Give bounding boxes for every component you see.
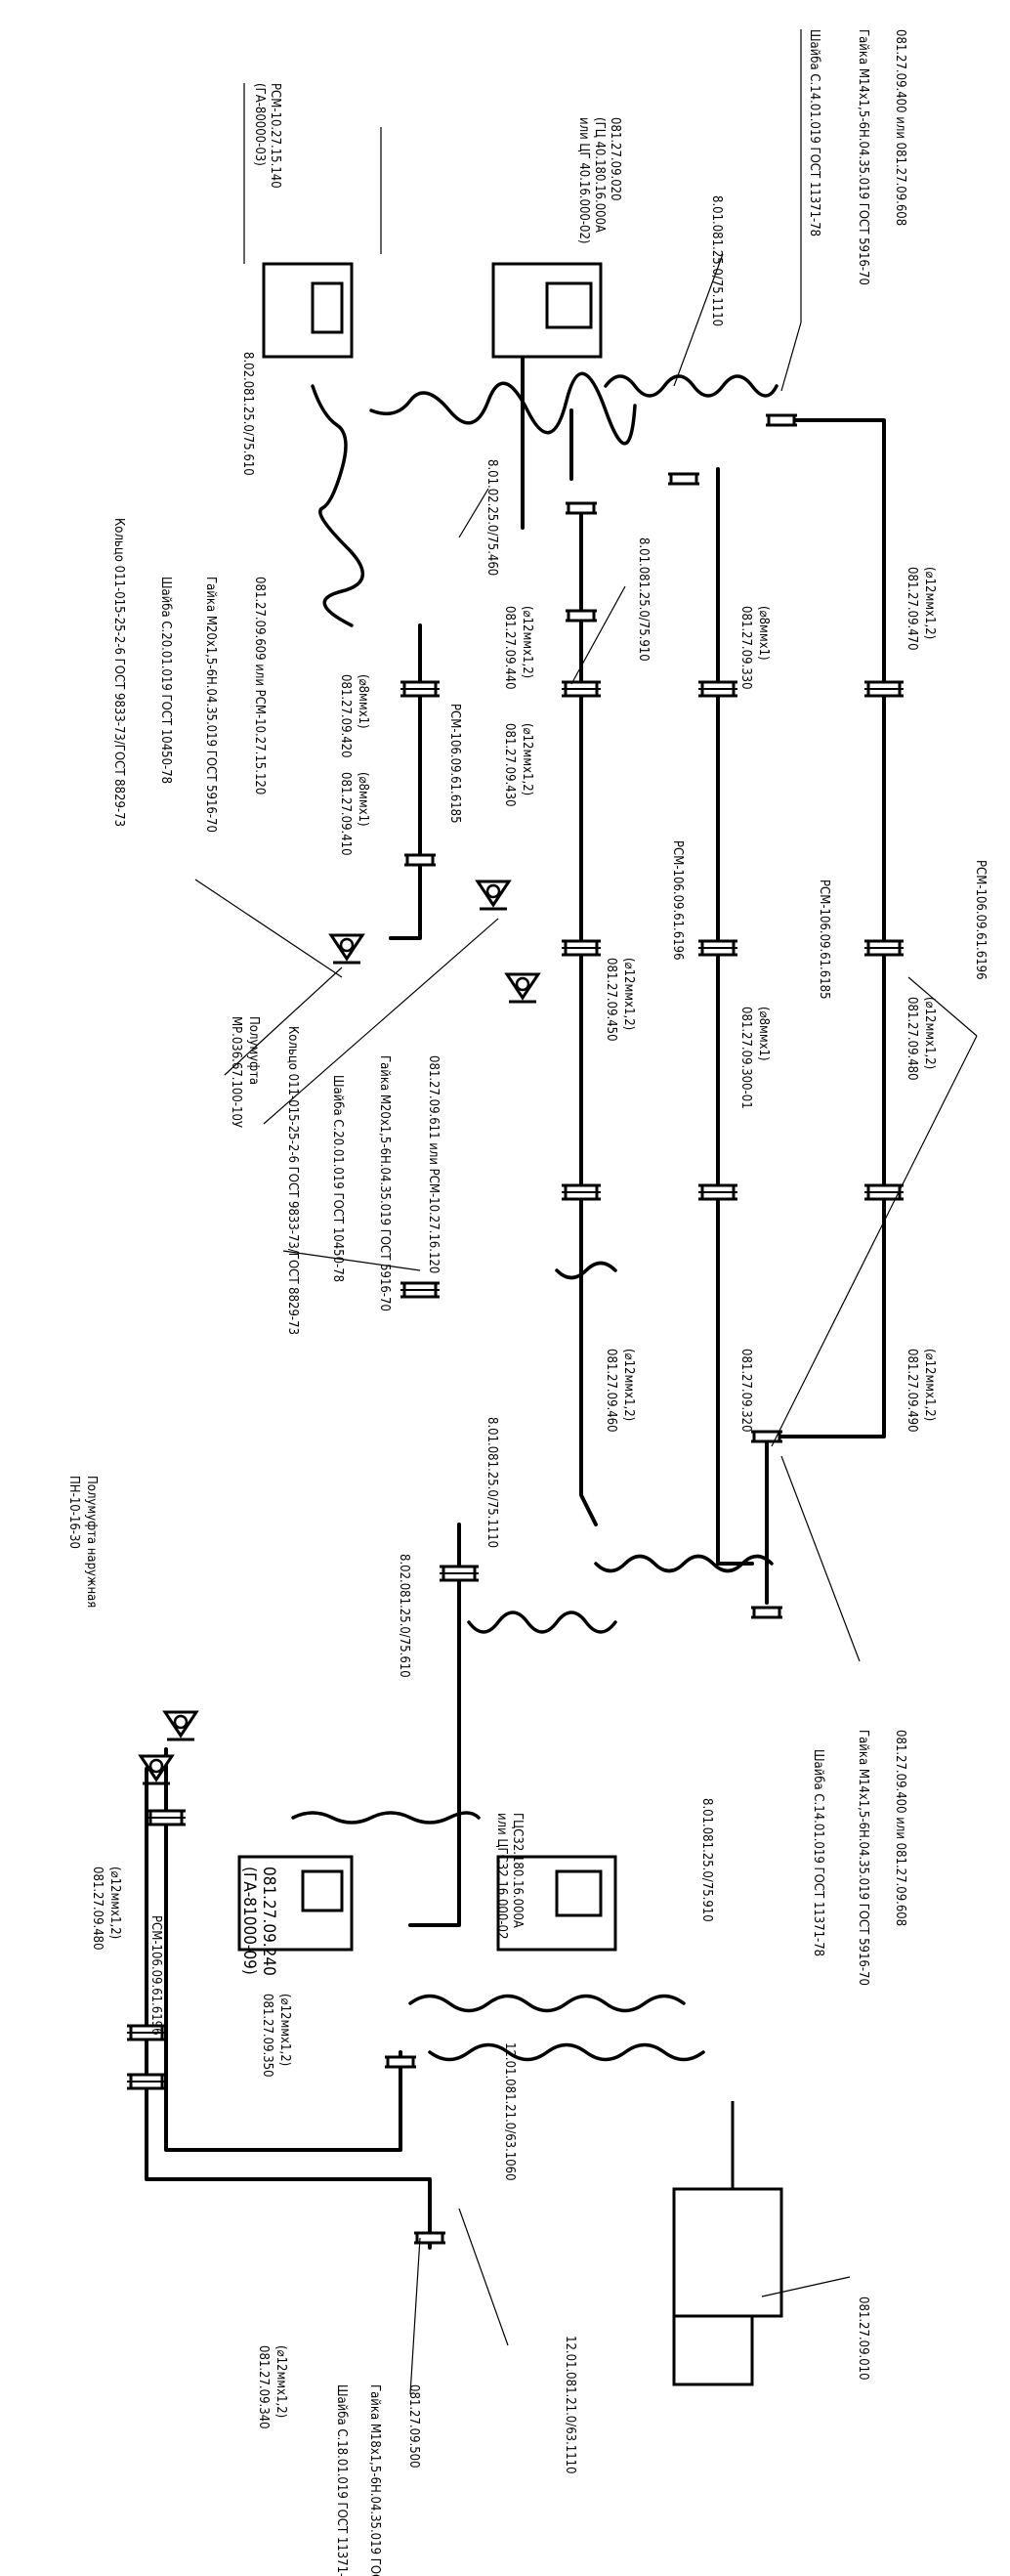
label: 8.02.081.25.0/75.610 (397, 1554, 411, 1678)
label: (⌀8ммх1) (356, 674, 370, 729)
label: (⌀12ммх1,2) (274, 2345, 288, 2418)
leader-lines (194, 29, 978, 2395)
label: 081.27.09.460 (604, 1349, 618, 1433)
label: Кольцо 011-015-25-2-6 ГОСТ 9833-73/ГОСТ … (285, 1026, 300, 1335)
label: (⌀12ммх1,2) (107, 1867, 122, 1939)
label: РСМ-106.09.61.6185 (447, 704, 462, 824)
labels: 081.27.09.400 или 081.27.09.608 Гайка М1… (66, 29, 988, 2576)
label: (⌀12ммх1,2) (922, 567, 937, 639)
label: РСМ-10.27.15.140 (268, 83, 282, 189)
label: Шайба С.14.01.019 ГОСТ 11371-78 (807, 29, 821, 236)
label: или ЦГС32.16.000-02 (494, 1813, 509, 1939)
label: 081.27.09.300-01 (738, 1007, 753, 1109)
label: Полумуфта наружная (84, 1476, 99, 1608)
label: 8.01.081.25.0/75.1110 (709, 195, 724, 326)
label: (⌀12ммх1,2) (277, 1994, 292, 2066)
label: 081.27.09.480 (90, 1867, 105, 1951)
label: 8.02.081.25.0/75.610 (240, 352, 255, 476)
label: Гайка М14х1,5-6Н.04.35.019 ГОСТ 5916-70 (856, 29, 870, 285)
label: РСМ-106.09.61.6196 (670, 840, 685, 961)
label: 8.01.02.25.0/75.460 (484, 459, 499, 576)
label big: 081.27.09.240 (259, 1867, 278, 1976)
label: (⌀12ммх1,2) (520, 606, 534, 678)
label: или ЦГ 40.16.000-02) (576, 117, 591, 244)
label: Шайба С.18.01.019 ГОСТ 11371-78 (334, 2384, 349, 2576)
label: (⌀12ммх1,2) (922, 997, 937, 1069)
label: МР.036.67.100-10У (229, 1016, 243, 1128)
label: 081.27.09.340 (256, 2345, 271, 2429)
label: (⌀12ммх1,2) (520, 723, 534, 795)
label: 8.01.081.25.0/75.1110 (484, 1417, 499, 1548)
label: 081.27.09.430 (502, 723, 517, 807)
label: 081.27.09.490 (905, 1349, 919, 1433)
label: РСМ-106.09.61.6185 (817, 880, 831, 1000)
label: РСМ-106.09.61.6196 (973, 860, 988, 980)
pipe-lines (145, 321, 886, 2250)
label: Кольцо 011-015-25-2-6 ГОСТ 9833-73/ГОСТ … (111, 518, 126, 827)
label: 081.27.09.400 или 081.27.09.608 (893, 1730, 907, 1926)
label: Гайка М18х1,5-6Н.04.35.019 ГОСТ 5916-70 (367, 2384, 382, 2576)
label: Гайка М20х1,5-6Н.04.35.019 ГОСТ 5916-70 (203, 577, 218, 833)
label: 081.27.09.020 (608, 117, 622, 201)
label: 081.27.09.440 (502, 606, 517, 690)
pump-unit (672, 2101, 783, 2386)
label: 081.27.09.350 (260, 1994, 274, 2078)
label: Полумуфта (246, 1016, 261, 1085)
label: 081.27.09.470 (905, 567, 919, 651)
label: Гайка М14х1,5-6Н.04.35.019 ГОСТ 5916-70 (856, 1730, 870, 1986)
label: 12.01.081.21.0/63.1060 (502, 2042, 517, 2181)
label: 081.27.09.420 (338, 674, 353, 758)
label: 081.27.09.330 (738, 606, 753, 690)
label: (ГА-80000-03) (252, 83, 267, 166)
label: Шайба С.20.01.019 ГОСТ 10450-78 (330, 1075, 345, 1282)
label: 081.27.09.410 (338, 772, 353, 856)
label: (⌀12ммх1,2) (621, 1349, 636, 1421)
label: Гайка М20х1,5-6Н.04.35.019 ГОСТ 5916-70 (377, 1055, 392, 1311)
label: ГЦС32.180.16.000А (510, 1813, 525, 1928)
label: (⌀12ммх1,2) (621, 958, 636, 1030)
label: 12.01.081.21.0/63.1110 (563, 2336, 577, 2474)
label: (⌀12ммх1,2) (922, 1349, 937, 1421)
label: Шайба С.14.01.019 ГОСТ 11371-78 (811, 1749, 825, 1956)
label: 081.27.09.611 или РСМ-10.27.16.120 (426, 1055, 441, 1273)
label: 081.27.09.320 (738, 1349, 753, 1433)
hoses (291, 371, 779, 2062)
label: Шайба С.20.01.019 ГОСТ 10450-78 (158, 577, 173, 784)
label: 081.27.09.400 или 081.27.09.608 (893, 29, 907, 226)
label: 081.27.09.500 (406, 2384, 421, 2469)
cylinders (237, 262, 617, 1952)
label: (⌀8ммх1) (756, 1007, 771, 1061)
label: (ГЦ 40.180.16.000А (592, 117, 607, 233)
couplings (139, 880, 540, 1785)
label: 8.01.081.25.0/75.910 (699, 1798, 714, 1922)
label: РСМ-106.09.61.6196 (148, 1915, 163, 2036)
label: (⌀8ммх1) (756, 606, 771, 661)
label: 081.27.09.450 (604, 958, 618, 1042)
label: 8.01.081.25.0/75.910 (636, 537, 651, 662)
label big: (ГА-81000-09) (239, 1867, 259, 1975)
label: 081.27.09.010 (856, 2297, 870, 2381)
label: ПН-10-16-30 (66, 1476, 81, 1549)
label: 081.27.09.480 (905, 997, 919, 1081)
label: 081.27.09.609 или РСМ-10.27.15.120 (252, 577, 267, 794)
label: (⌀8ммх1) (356, 772, 370, 827)
